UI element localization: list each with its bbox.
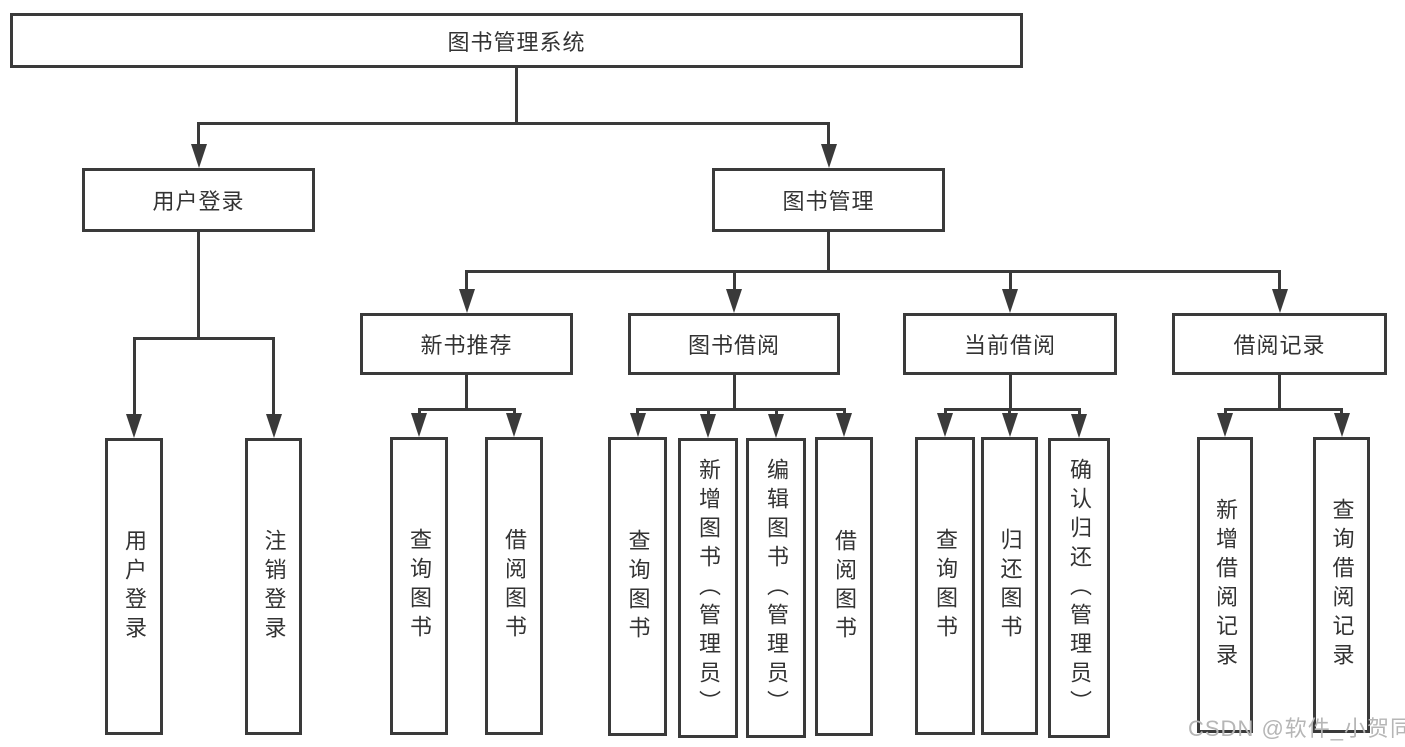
diagram-node-br-add-record: 新增借阅记录 [1197,437,1253,733]
connector-drop [1340,408,1343,415]
connector-drop [465,270,468,291]
node-label-root: 图书管理系统 [447,29,586,55]
connector-drop [636,408,639,415]
connector-bus [132,337,275,340]
arrowhead-down-icon [1002,289,1018,313]
connector-stem [827,232,830,273]
node-label-login-op: 用户登录 [122,528,147,645]
arrowhead-down-icon [411,413,427,437]
connector-stem [465,375,468,411]
connector-stem [1008,375,1012,411]
node-label-rec-query-books: 查询图书 [407,528,432,644]
node-label-cb-confirm-return: 确认归还（管理员） [1067,457,1092,719]
diagram-node-current-borrow: 当前借阅 [903,313,1117,375]
node-label-bb-add-books: 新增图书（管理员） [696,457,721,719]
node-label-book-borrow: 图书借阅 [687,333,780,358]
node-label-logout-op: 注销登录 [261,528,287,645]
node-label-br-query-record: 查询借阅记录 [1329,498,1355,672]
node-label-new-book-rec: 新书推荐 [420,333,513,358]
node-label-br-add-record: 新增借阅记录 [1213,498,1238,672]
connector-stem [197,232,200,340]
node-label-cb-return-books: 归还图书 [997,528,1023,644]
connector-drop [197,122,200,146]
connector-drop [512,408,516,415]
diagram-node-logout-op: 注销登录 [245,438,302,735]
node-label-bb-borrow-books: 借阅图书 [832,528,857,645]
diagram-node-user-login: 用户登录 [82,168,315,232]
connector-bus [636,408,846,411]
connector-stem [515,68,518,125]
arrowhead-down-icon [1071,414,1087,438]
diagram-node-bb-add-books: 新增图书（管理员） [678,438,738,738]
node-label-cb-query-books: 查询图书 [933,528,958,644]
diagram-node-book-borrow: 图书借阅 [628,313,840,375]
node-label-borrow-records: 借阅记录 [1233,333,1326,358]
connector-drop [1278,270,1281,291]
connector-drop [272,337,275,416]
connector-drop [1008,408,1011,415]
node-label-bb-edit-books: 编辑图书（管理员） [764,457,789,719]
node-label-book-mgmt: 图书管理 [782,189,875,214]
connector-bus [1223,408,1343,411]
diagram-node-book-mgmt: 图书管理 [712,168,945,232]
diagram-node-borrow-records: 借阅记录 [1172,313,1387,375]
connector-bus [465,270,1281,273]
diagram-node-bb-query-books: 查询图书 [608,437,667,736]
node-label-current-borrow: 当前借阅 [963,333,1056,358]
connector-drop [1008,270,1012,291]
connector-bus [943,408,1081,411]
diagram-node-root: 图书管理系统 [10,13,1023,68]
arrowhead-down-icon [937,413,953,437]
diagram-node-cb-return-books: 归还图书 [981,437,1038,735]
connector-drop [417,408,421,415]
connector-drop [132,337,136,416]
connector-drop [1077,408,1081,416]
connector-drop [732,270,736,291]
node-label-user-login: 用户登录 [152,189,245,214]
connector-bus [417,408,516,411]
diagram-node-login-op: 用户登录 [105,438,163,735]
arrowhead-down-icon [1001,413,1018,437]
arrowhead-down-icon [1271,289,1288,313]
arrowhead-down-icon [726,289,742,313]
diagram-node-cb-confirm-return: 确认归还（管理员） [1048,438,1110,738]
arrowhead-down-icon [700,414,716,438]
diagram-node-bb-borrow-books: 借阅图书 [815,437,873,736]
diagram-node-bb-edit-books: 编辑图书（管理员） [746,438,806,738]
node-label-bb-query-books: 查询图书 [625,528,651,645]
connector-drop [943,408,947,415]
connector-drop [774,408,778,416]
arrowhead-down-icon [506,413,522,437]
connector-stem [732,375,736,411]
arrowhead-down-icon [1217,413,1233,437]
connector-stem [1278,375,1281,411]
connector-bus [197,122,830,125]
arrowhead-down-icon [1333,413,1350,437]
arrowhead-down-icon [836,413,852,437]
connector-drop [706,408,710,416]
arrowhead-down-icon [768,414,784,438]
connector-drop [842,408,846,415]
diagram-node-new-book-rec: 新书推荐 [360,313,573,375]
arrowhead-down-icon [458,289,475,313]
watermark: CSDN @软件_小贺同学 [1188,716,1405,741]
diagram-node-rec-query-books: 查询图书 [390,437,448,735]
arrowhead-down-icon [190,144,207,168]
connector-drop [827,122,830,146]
diagram-node-cb-query-books: 查询图书 [915,437,975,735]
node-label-rec-borrow-books: 借阅图书 [502,528,527,644]
connector-drop [1223,408,1227,415]
diagram-node-rec-borrow-books: 借阅图书 [485,437,543,735]
arrowhead-down-icon [265,414,282,438]
arrowhead-down-icon [820,144,837,168]
arrowhead-down-icon [629,413,646,437]
diagram-node-br-query-record: 查询借阅记录 [1313,437,1370,733]
arrowhead-down-icon [126,414,142,438]
